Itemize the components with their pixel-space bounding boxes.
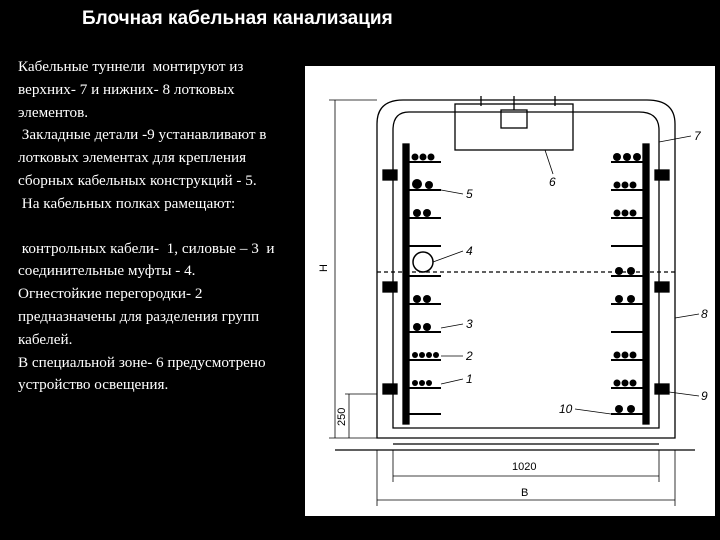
tunnel-cross-section-drawing: 5 4 3 2 1 6 7 8 9 10 H 250 1020 B <box>318 96 708 506</box>
tunnel-inner-wall <box>392 111 660 429</box>
lamp-fixture <box>500 109 528 129</box>
embedded-part-right-bottom <box>654 383 670 395</box>
dimension-bottom-zone: 250 <box>336 408 348 426</box>
embedded-part-left-top <box>382 169 398 181</box>
paragraph-partitions: Огнестойкие перегородки- 2 предназначены… <box>18 285 263 348</box>
callout-4: 4 <box>466 244 473 258</box>
cables <box>411 153 641 413</box>
description-text: Кабельные туннели монтируют из верхних- … <box>18 56 300 397</box>
callout-2: 2 <box>465 349 473 363</box>
callout-10: 10 <box>559 402 573 416</box>
paragraph-shelves-intro: На кабельных полках рамещают: <box>18 194 236 212</box>
paragraph-cable-types: контрольных кабели- 1, силовые – 3 и сое… <box>18 239 279 280</box>
left-rack <box>402 143 410 425</box>
tunnel-cross-section-figure: 5 4 3 2 1 6 7 8 9 10 H 250 1020 B <box>305 66 715 516</box>
dimension-inner-width: 1020 <box>512 461 536 473</box>
embedded-part-left-bottom <box>382 383 398 395</box>
paragraph-lighting-zone: В специальной зоне- 6 предусмотрено устр… <box>18 353 270 394</box>
callout-6: 6 <box>549 175 556 189</box>
callout-1: 1 <box>466 372 473 386</box>
left-cable-shelves <box>409 161 441 415</box>
callout-5: 5 <box>466 187 473 201</box>
cable-coupling <box>412 251 434 273</box>
paragraph-tunnel-elements: Кабельные туннели монтируют из верхних- … <box>18 58 248 121</box>
tunnel-outer-wall <box>376 99 676 439</box>
slide-title: Блочная кабельная канализация <box>82 8 393 29</box>
embedded-part-left-mid <box>382 281 398 293</box>
callout-7: 7 <box>694 129 702 143</box>
right-cable-shelves <box>611 161 643 415</box>
callout-3: 3 <box>466 317 473 331</box>
callout-8: 8 <box>701 307 708 321</box>
dimension-lines <box>329 99 676 506</box>
callout-9: 9 <box>701 389 708 403</box>
paragraph-embedded-parts: Закладные детали -9 устанавливают в лотк… <box>18 126 271 189</box>
lighting-zone-box <box>454 103 574 151</box>
embedded-part-right-top <box>654 169 670 181</box>
dimension-height: H <box>318 264 330 272</box>
right-rack <box>642 143 650 425</box>
embedded-part-right-mid <box>654 281 670 293</box>
callout-leaders <box>432 135 700 415</box>
dimension-outer-width: B <box>521 487 528 499</box>
